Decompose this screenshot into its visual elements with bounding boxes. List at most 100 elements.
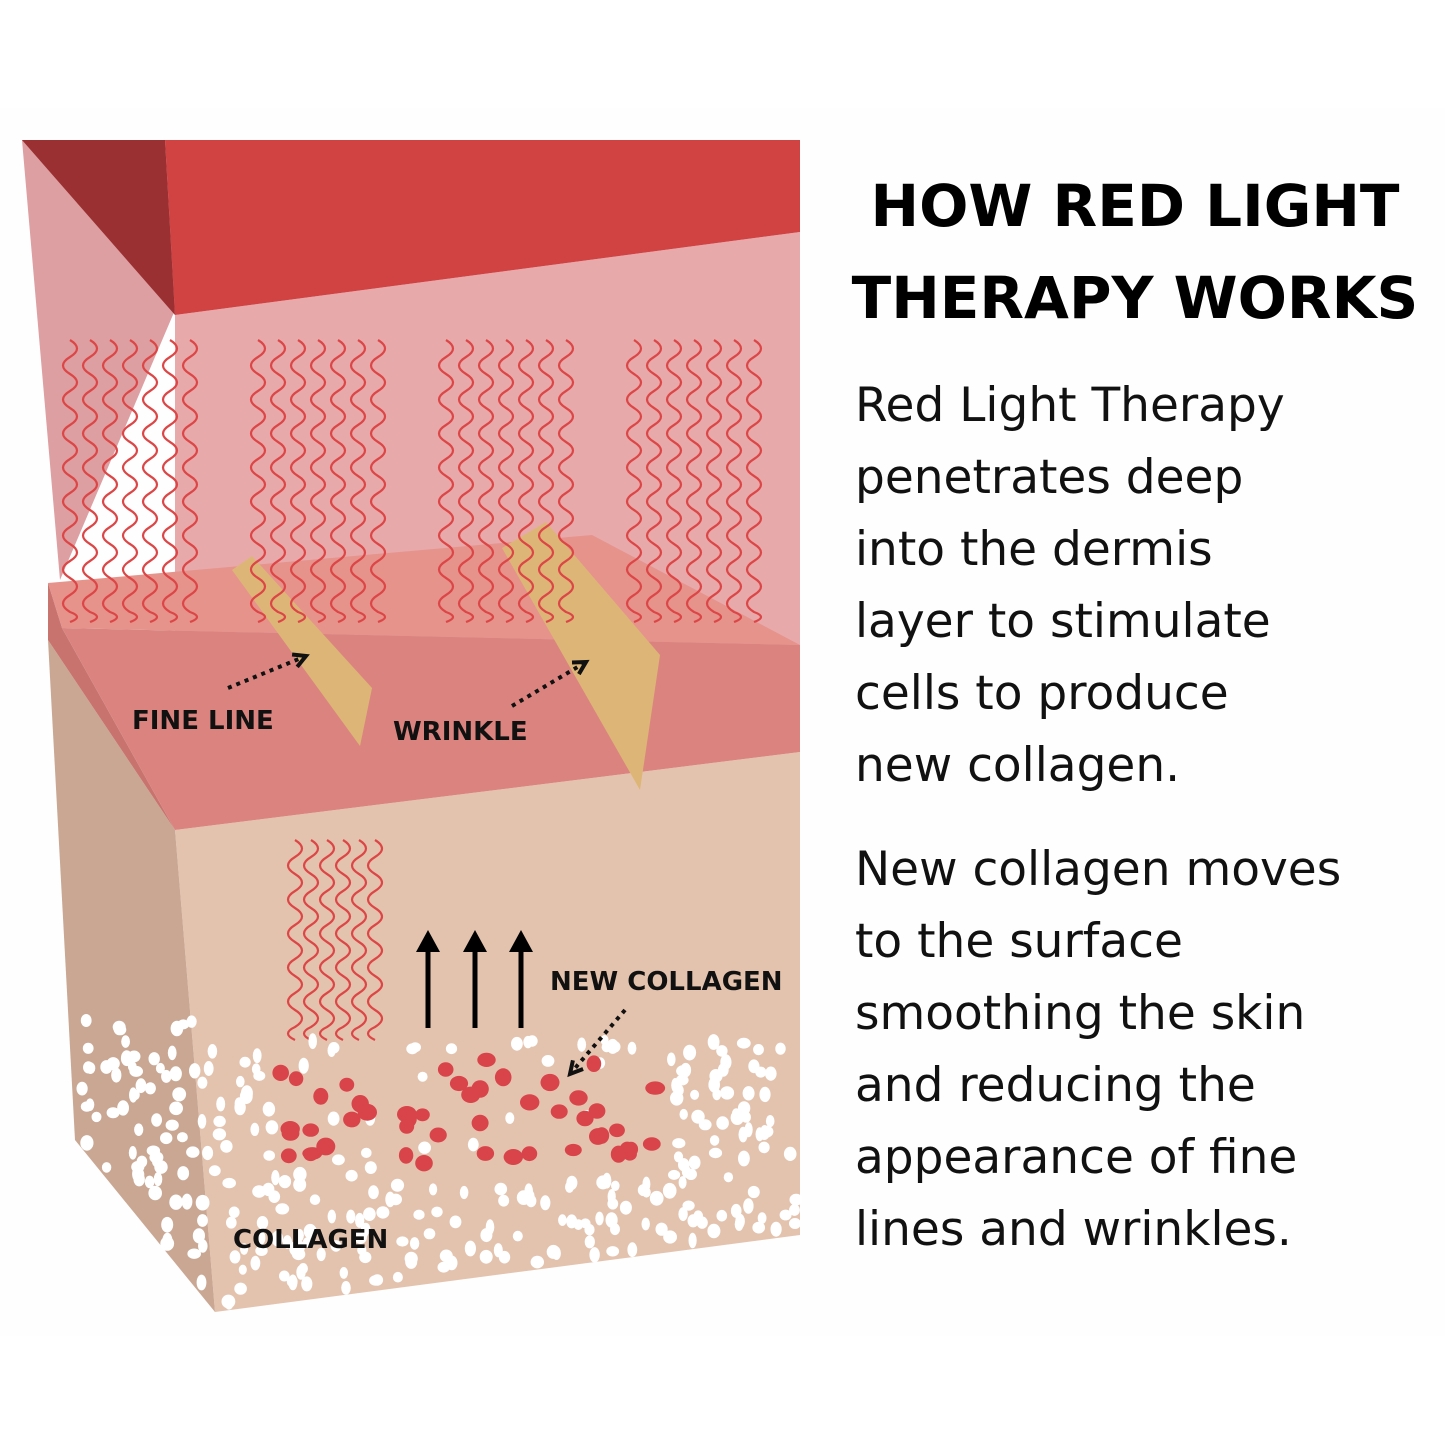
collagen-dot	[303, 1223, 317, 1239]
collagen-dot	[558, 1214, 567, 1226]
collagen-dot	[409, 1237, 420, 1250]
light-wave	[289, 339, 307, 624]
collagen-dot	[293, 1177, 307, 1192]
collagen-dot	[595, 1211, 604, 1226]
collagen-dot	[541, 1055, 555, 1067]
collagen-dot	[688, 1155, 701, 1170]
new-collagen-dot	[586, 1055, 602, 1072]
light-wave	[477, 339, 495, 624]
light-wave	[665, 339, 683, 624]
collagen-dot	[619, 1200, 632, 1215]
collagen-dot	[577, 1037, 587, 1052]
collagen-dot	[413, 1209, 425, 1220]
collagen-dot	[279, 1270, 290, 1282]
collagen-dot	[234, 1097, 244, 1110]
collagen-dot	[207, 1044, 218, 1059]
collagen-dot	[302, 1237, 312, 1248]
collagen-dot	[357, 1245, 367, 1256]
collagen-dot	[177, 1132, 188, 1143]
collagen-dot	[376, 1206, 390, 1219]
collagen-dot	[480, 1228, 493, 1243]
collagen-dot	[120, 1050, 133, 1067]
collagen-dot	[418, 1141, 431, 1154]
new-collagen-dot	[449, 1075, 469, 1092]
new-collagen-dot	[476, 1146, 495, 1161]
collagen-dot	[723, 1172, 734, 1183]
wrinkle-crease	[502, 522, 660, 790]
collagen-dot	[282, 1235, 292, 1249]
collagen-dot	[498, 1250, 511, 1264]
collagen-dot	[736, 1037, 751, 1049]
collagen-dot	[82, 1042, 94, 1054]
collagen-dot	[286, 1276, 298, 1288]
light-wave	[497, 339, 515, 624]
collagen-dot	[238, 1264, 247, 1275]
collagen-dot	[755, 1127, 764, 1142]
collagen-dot	[228, 1206, 240, 1218]
collagen-dot	[747, 1185, 760, 1199]
collagen-dot	[783, 1146, 797, 1161]
light-wave	[517, 339, 535, 624]
new-collagen-dot	[313, 1087, 329, 1105]
collagen-dot	[144, 1082, 156, 1095]
collagen-dot	[580, 1218, 591, 1229]
light-wave	[557, 339, 575, 624]
collagen-dot	[683, 1044, 697, 1061]
collagen-dot	[226, 1216, 237, 1229]
collagen-dot	[770, 1221, 782, 1237]
collagen-dot	[678, 1207, 688, 1222]
collagen-dot	[655, 1222, 668, 1236]
light-wave	[61, 339, 79, 624]
up-arrow-head	[463, 930, 487, 952]
new-collagen-dot	[610, 1145, 627, 1163]
collagen-dot	[696, 1216, 708, 1229]
new-collagen-dot	[415, 1108, 430, 1122]
collagen-dot	[546, 1244, 561, 1259]
light-source-side	[22, 140, 175, 315]
collagen-dot	[396, 1236, 409, 1247]
light-wave	[121, 339, 139, 624]
collagen-dot	[601, 1042, 612, 1053]
collagen-dot	[149, 1151, 164, 1164]
fine-line-crease	[232, 556, 372, 746]
collagen-label: COLLAGEN	[233, 1225, 388, 1255]
light-wave	[269, 339, 287, 624]
light-wave	[645, 339, 663, 624]
collagen-dot	[144, 1175, 155, 1189]
new-collagen-dot	[520, 1094, 540, 1111]
collagen-dot	[128, 1146, 137, 1160]
annotations	[227, 652, 627, 1078]
collagen-dot	[181, 1193, 193, 1210]
new-collagen-dot	[494, 1068, 512, 1087]
collagen-dot	[308, 1033, 318, 1050]
light-wave	[286, 839, 304, 1041]
new-collagen-dot	[429, 1127, 447, 1143]
collagen-dot	[675, 1074, 689, 1086]
collagen-dot	[607, 1198, 619, 1210]
collagen-dot	[369, 1275, 382, 1286]
collagen-dot	[187, 1248, 201, 1259]
collagen-dot	[203, 1061, 214, 1076]
collagen-dot	[298, 1057, 309, 1074]
new-collagen-dot	[343, 1111, 361, 1128]
light-wave	[745, 339, 763, 624]
new-collagen-dot	[339, 1077, 355, 1092]
collagen-dot	[113, 1024, 127, 1036]
collagen-dot	[459, 1185, 469, 1200]
collagen-dot	[540, 1195, 551, 1211]
light-wave	[309, 339, 327, 624]
collagen-dot	[195, 1194, 210, 1211]
collagen-dot	[679, 1108, 688, 1120]
collagen-dot	[390, 1178, 405, 1192]
collagen-dot	[169, 1066, 182, 1082]
light-wave	[366, 839, 384, 1041]
collagen-dot	[327, 1111, 340, 1126]
collagen-dot	[250, 1255, 261, 1271]
new-collagen-dot	[316, 1137, 336, 1156]
collagen-dot	[271, 1230, 284, 1247]
collagen-dot	[80, 1014, 92, 1027]
fine-line-label: FINE LINE	[132, 706, 274, 736]
collagen-dot	[735, 1213, 745, 1229]
collagen-dot	[117, 1100, 129, 1116]
new-collagen-dot	[398, 1147, 414, 1164]
